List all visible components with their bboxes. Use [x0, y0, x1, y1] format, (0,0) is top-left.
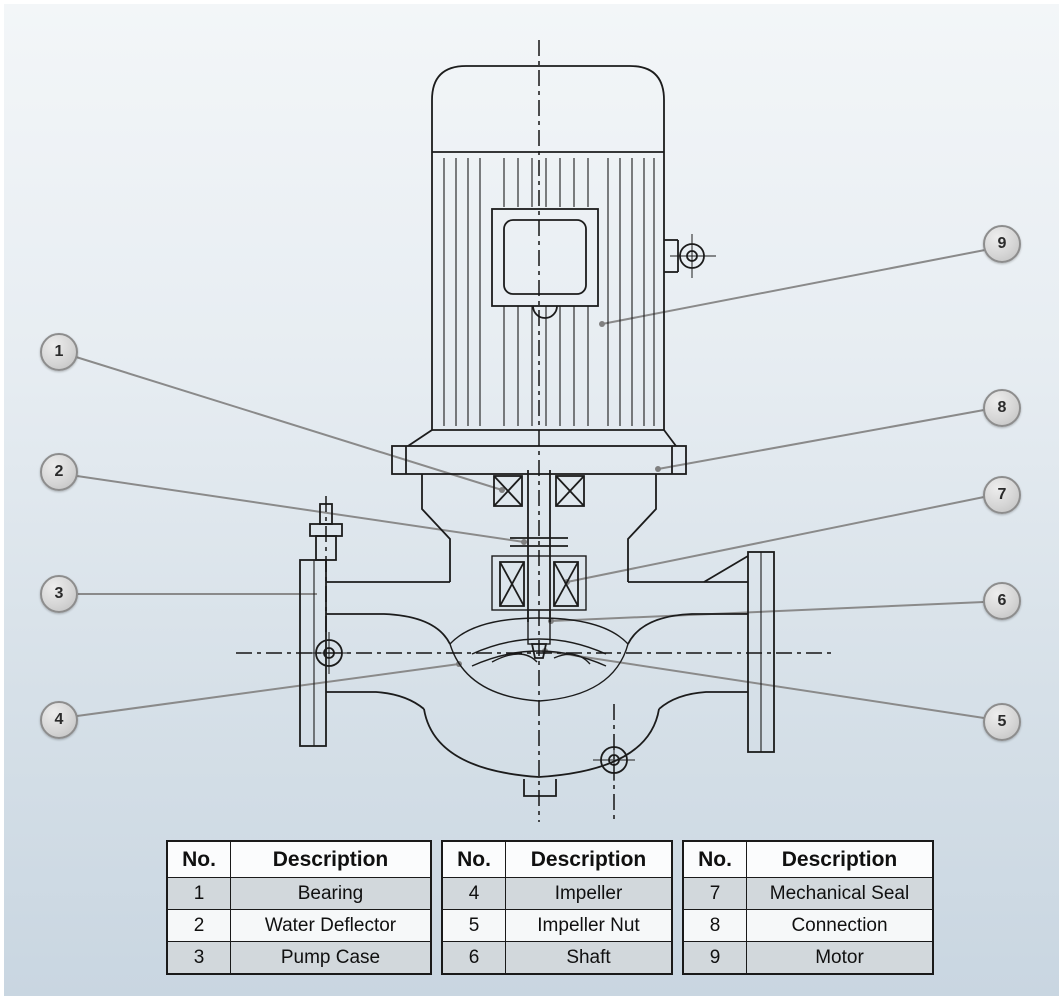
water-deflector — [510, 537, 568, 547]
pump-case — [299, 503, 775, 797]
callout-number: 7 — [997, 486, 1007, 503]
cable-gland — [532, 305, 558, 319]
part-number: 8 — [682, 909, 747, 942]
part-number: 3 — [166, 941, 231, 975]
parts-tables: No. Description 1 Bearing 2 Water Deflec… — [166, 840, 934, 975]
callout-motor: 9 — [983, 225, 1021, 263]
part-number: 6 — [441, 941, 506, 975]
callout-number: 9 — [997, 235, 1007, 252]
bearing-right — [555, 475, 585, 507]
part-description: Motor — [746, 941, 934, 975]
pump-cross-section-drawing — [75, 40, 986, 822]
part-description: Shaft — [505, 941, 673, 975]
col-header-description: Description — [505, 840, 673, 878]
part-number: 9 — [682, 941, 747, 975]
parts-table-2: No. Description 4 Impeller 5 Impeller Nu… — [441, 840, 673, 975]
part-description: Pump Case — [230, 941, 432, 975]
terminal-box-cover — [503, 219, 587, 295]
col-header-description: Description — [746, 840, 934, 878]
callout-number: 8 — [997, 399, 1007, 416]
motor-cap — [431, 65, 665, 152]
part-number: 4 — [441, 877, 506, 910]
leader-line-2 — [76, 475, 525, 543]
table-row: 7 Mechanical Seal — [682, 877, 934, 910]
bearing-left — [493, 475, 523, 507]
lantern-left-wall — [421, 474, 451, 582]
part-number: 2 — [166, 909, 231, 942]
parts-table-1: No. Description 1 Bearing 2 Water Deflec… — [166, 840, 432, 975]
callout-connection: 8 — [983, 389, 1021, 427]
callout-number: 4 — [54, 711, 64, 728]
part-number: 7 — [682, 877, 747, 910]
leader-line-4 — [76, 663, 460, 717]
part-description: Connection — [746, 909, 934, 942]
leader-line-7 — [566, 496, 985, 583]
lantern-right-wall — [627, 474, 657, 582]
leader-line-9 — [601, 249, 986, 325]
callout-impeller: 4 — [40, 701, 78, 739]
centerlines — [236, 40, 834, 822]
table-row: 5 Impeller Nut — [441, 909, 673, 942]
col-header-no: No. — [166, 840, 231, 878]
part-description: Impeller Nut — [505, 909, 673, 942]
discharge-flange — [747, 551, 775, 753]
leader-line-1 — [75, 356, 503, 491]
table-row: 3 Pump Case — [166, 941, 432, 975]
table-row: 1 Bearing — [166, 877, 432, 910]
case-foot — [523, 779, 557, 797]
impeller-nut — [530, 643, 548, 659]
part-description: Mechanical Seal — [746, 877, 934, 910]
part-number: 1 — [166, 877, 231, 910]
leader-lines — [75, 249, 986, 719]
callout-bearing: 1 — [40, 333, 78, 371]
parts-table-3: No. Description 7 Mechanical Seal 8 Conn… — [682, 840, 934, 975]
leader-line-8 — [657, 409, 985, 470]
callout-number: 6 — [997, 592, 1007, 609]
callout-shaft: 6 — [983, 582, 1021, 620]
callout-number: 2 — [54, 463, 64, 480]
motor-fins — [443, 158, 655, 426]
table-row: 9 Motor — [682, 941, 934, 975]
table-header-row: No. Description — [166, 840, 432, 878]
callout-number: 5 — [997, 713, 1007, 730]
callout-water-deflector: 2 — [40, 453, 78, 491]
leader-dots — [456, 321, 661, 667]
col-header-no: No. — [441, 840, 506, 878]
callout-impeller-nut: 5 — [983, 703, 1021, 741]
callout-mechanical-seal: 7 — [983, 476, 1021, 514]
bearing-frame — [421, 470, 657, 622]
col-header-no: No. — [682, 840, 747, 878]
part-description: Water Deflector — [230, 909, 432, 942]
table-row: 6 Shaft — [441, 941, 673, 975]
volute-bowl — [423, 708, 660, 778]
leader-line-6 — [550, 601, 985, 622]
part-description: Impeller — [505, 877, 673, 910]
impeller — [471, 609, 607, 667]
motor-side-flange — [664, 234, 716, 278]
table-row: 2 Water Deflector — [166, 909, 432, 942]
terminal-box — [491, 208, 599, 307]
table-header-row: No. Description — [441, 840, 673, 878]
table-row: 4 Impeller — [441, 877, 673, 910]
part-description: Bearing — [230, 877, 432, 910]
col-header-description: Description — [230, 840, 432, 878]
callout-pump-case: 3 — [40, 575, 78, 613]
table-row: 8 Connection — [682, 909, 934, 942]
part-number: 5 — [441, 909, 506, 942]
motor-outline — [391, 65, 716, 475]
table-header-row: No. Description — [682, 840, 934, 878]
diagram-page: 1 2 3 4 5 6 7 8 9 No. Description 1 Bear… — [4, 4, 1059, 996]
callout-number: 1 — [54, 343, 64, 360]
leader-line-5 — [544, 650, 985, 719]
callout-number: 3 — [54, 585, 64, 602]
